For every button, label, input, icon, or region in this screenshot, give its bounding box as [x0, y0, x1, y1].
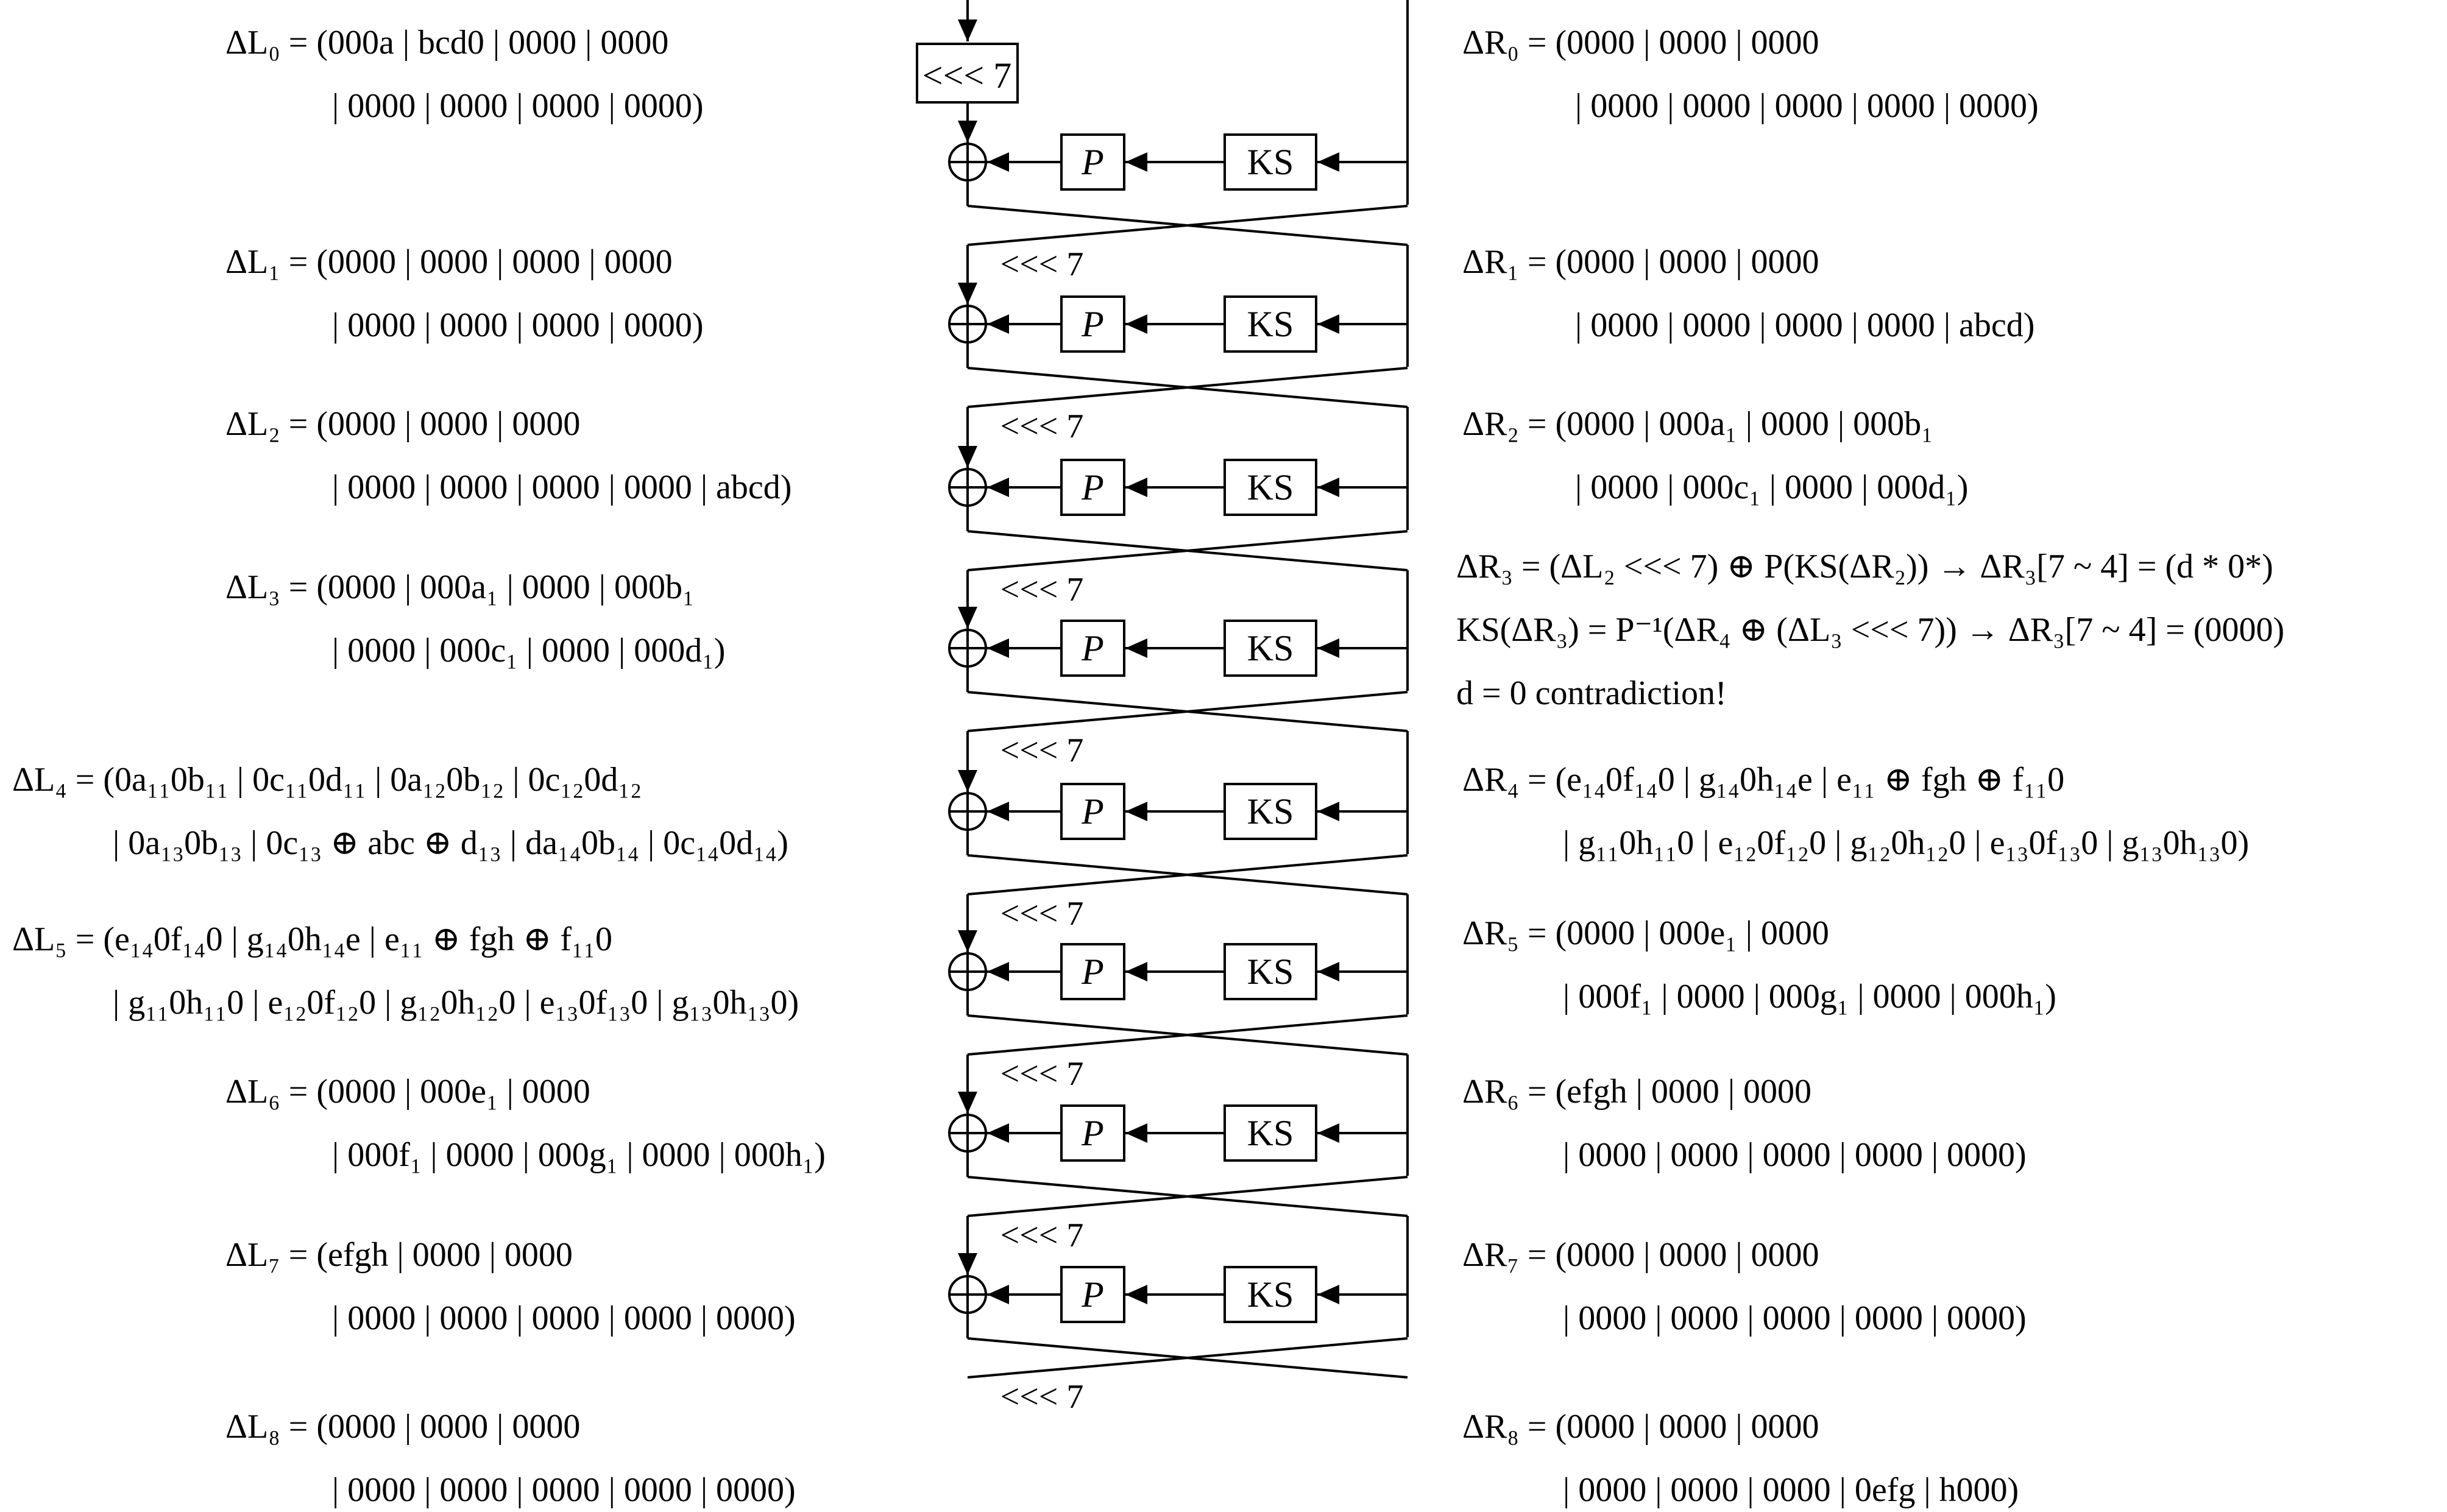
swap-line-right-to-left — [967, 1176, 1408, 1217]
swap-line-right-to-left — [967, 530, 1408, 571]
swap-line-right-to-left — [967, 1014, 1408, 1056]
rotate-box-label: <<< 7 — [922, 55, 1012, 96]
left-eq-L2-line1: ΔL₂ = (0000 | 0000 | 0000 — [225, 405, 580, 443]
left-differences: ΔL₀ = (000a | bcd0 | 0000 | 0000 | 0000 |… — [12, 24, 826, 1509]
left-eq-L7-line2: | 0000 | 0000 | 0000 | 0000 | 0000) — [332, 1299, 796, 1337]
p-box-label: P — [1081, 142, 1104, 182]
ks-box-label: KS — [1247, 1274, 1294, 1315]
right-eq-R2-line1: ΔR₂ = (0000 | 000a₁ | 0000 | 000b₁ — [1462, 405, 1933, 443]
right-eq-R8-line1: ΔR₈ = (0000 | 0000 | 0000 — [1462, 1408, 1819, 1446]
rotate-label: <<< 7 — [1000, 408, 1084, 445]
swap-line-right-to-left — [967, 205, 1408, 246]
right-eq-R3-line1: ΔR₃ = (ΔL₂ <<< 7) ⊕ P(KS(ΔR₂)) → ΔR₃[7 ~… — [1456, 548, 2273, 585]
ks-box-label: KS — [1247, 628, 1294, 668]
round-1: P KS — [948, 133, 1317, 191]
p-box-label: P — [1081, 304, 1104, 344]
swap-line-right-to-left — [967, 1337, 1408, 1379]
right-eq-R2-line2: | 0000 | 000c₁ | 0000 | 000d₁) — [1575, 468, 1968, 506]
rotate-label: <<< 7 — [1000, 895, 1084, 933]
left-eq-L5-line1: ΔL₅ = (e₁₄0f₁₄0 | g₁₄0h₁₄e | e₁₁ ⊕ fgh ⊕… — [12, 920, 612, 958]
left-eq-L8-line1: ΔL₈ = (0000 | 0000 | 0000 — [225, 1408, 580, 1446]
right-eq-R6-line2: | 0000 | 0000 | 0000 | 0000 | 0000) — [1563, 1136, 2027, 1174]
right-eq-R1-line1: ΔR₁ = (0000 | 0000 | 0000 — [1462, 243, 1819, 281]
rotate-label: <<< 7 — [1000, 1055, 1084, 1093]
rotate-label: <<< 7 — [1000, 732, 1084, 769]
left-eq-L6-line1: ΔL₆ = (0000 | 000e₁ | 0000 — [225, 1073, 590, 1111]
ks-box-label: KS — [1247, 1113, 1294, 1153]
left-eq-L8-line2: | 0000 | 0000 | 0000 | 0000 | 0000) — [332, 1471, 796, 1509]
ks-box-label: KS — [1247, 952, 1294, 992]
right-eq-R1-line2: | 0000 | 0000 | 0000 | 0000 | abcd) — [1575, 306, 2034, 344]
left-eq-L0-line1: ΔL₀ = (000a | bcd0 | 0000 | 0000 — [225, 24, 668, 62]
right-eq-R6-line1: ΔR₆ = (efgh | 0000 | 0000 — [1462, 1073, 1811, 1111]
right-eq-R5-line1: ΔR₅ = (0000 | 000e₁ | 0000 — [1462, 914, 1829, 952]
p-box-label: P — [1081, 791, 1104, 832]
swap-line-right-to-left — [967, 854, 1408, 896]
left-eq-L5-line2: | g₁₁0h₁₁0 | e₁₂0f₁₂0 | g₁₂0h₁₂0 | e₁₃0f… — [113, 984, 799, 1022]
ks-box-label: KS — [1247, 142, 1294, 182]
right-eq-R3-line3: d = 0 contradiction! — [1456, 674, 1727, 712]
right-eq-R7-line2: | 0000 | 0000 | 0000 | 0000 | 0000) — [1563, 1299, 2027, 1337]
left-eq-L3-line2: | 0000 | 000c₁ | 0000 | 000d₁) — [332, 632, 725, 669]
rotate-label: <<< 7 — [1000, 1378, 1084, 1416]
right-differences: ΔR₀ = (0000 | 0000 | 0000 | 0000 | 0000 |… — [1456, 24, 2284, 1509]
left-eq-L2-line2: | 0000 | 0000 | 0000 | 0000 | abcd) — [332, 468, 791, 506]
p-box-label: P — [1081, 1113, 1104, 1153]
left-eq-L7-line1: ΔL₇ = (efgh | 0000 | 0000 — [225, 1236, 573, 1274]
p-box-label: P — [1081, 952, 1104, 992]
cipher-round-structure: <<< 7 P KS <<< 7 P KS <<< 7 P KS <<< 7 P KS <<< 7 P KS… — [916, 0, 1409, 1416]
p-box-label: P — [1081, 467, 1104, 507]
left-eq-L4-line1: ΔL₄ = (0a₁₁0b₁₁ | 0c₁₁0d₁₁ | 0a₁₂0b₁₂ | … — [12, 761, 642, 799]
right-eq-R4-line2: | g₁₁0h₁₁0 | e₁₂0f₁₂0 | g₁₂0h₁₂0 | e₁₃0f… — [1563, 824, 2249, 862]
right-eq-R0-line2: | 0000 | 0000 | 0000 | 0000 | 0000) — [1575, 87, 2039, 125]
left-eq-L4-line2: | 0a₁₃0b₁₃ | 0c₁₃ ⊕ abc ⊕ d₁₃ | da₁₄0b₁₄… — [113, 824, 788, 862]
p-box-label: P — [1081, 1274, 1104, 1315]
left-eq-L6-line2: | 000f₁ | 0000 | 000g₁ | 0000 | 000h₁) — [332, 1136, 826, 1174]
swap-line-right-to-left — [967, 691, 1408, 732]
swap-line-right-to-left — [967, 367, 1408, 408]
right-eq-R8-line2: | 0000 | 0000 | 0000 | 0efg | h000) — [1563, 1471, 2019, 1509]
left-eq-L1-line1: ΔL₁ = (0000 | 0000 | 0000 | 0000 — [225, 243, 673, 281]
right-eq-R7-line1: ΔR₇ = (0000 | 0000 | 0000 — [1462, 1236, 1819, 1274]
ks-box-label: KS — [1247, 467, 1294, 507]
right-eq-R3-line2: KS(ΔR₃) = P⁻¹(ΔR₄ ⊕ (ΔL₃ <<< 7)) → ΔR₃[7… — [1456, 611, 2284, 649]
left-eq-L3-line1: ΔL₃ = (0000 | 000a₁ | 0000 | 000b₁ — [225, 568, 695, 606]
round-4: P KS — [948, 620, 1317, 677]
rotate-label: <<< 7 — [1000, 246, 1084, 283]
rotate-label: <<< 7 — [1000, 1217, 1084, 1254]
ks-box-label: KS — [1247, 304, 1294, 344]
rotate-label: <<< 7 — [1000, 571, 1084, 609]
round-3: P KS — [948, 459, 1317, 516]
ks-box-label: KS — [1247, 791, 1294, 832]
right-eq-R5-line2: | 000f₁ | 0000 | 000g₁ | 0000 | 000h₁) — [1563, 978, 2056, 1016]
round-6: P KS — [948, 943, 1317, 1000]
left-eq-L0-line2: | 0000 | 0000 | 0000 | 0000) — [332, 87, 704, 125]
p-box-label: P — [1081, 628, 1104, 668]
right-eq-R4-line1: ΔR₄ = (e₁₄0f₁₄0 | g₁₄0h₁₄e | e₁₁ ⊕ fgh ⊕… — [1462, 761, 2064, 799]
right-eq-R0-line1: ΔR₀ = (0000 | 0000 | 0000 — [1462, 24, 1819, 62]
left-eq-L1-line2: | 0000 | 0000 | 0000 | 0000) — [332, 306, 704, 344]
